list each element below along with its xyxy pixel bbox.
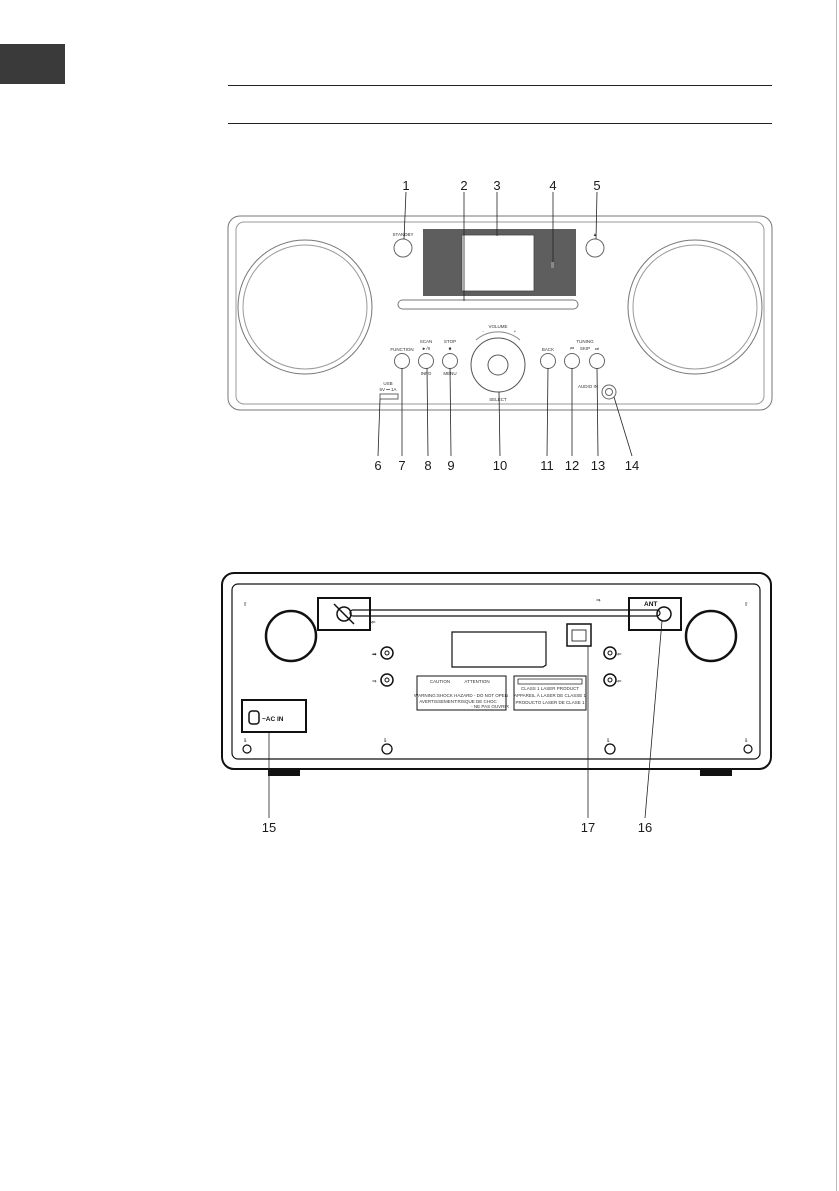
standby-button	[393, 238, 413, 258]
callout-10: 10	[493, 458, 507, 473]
antenna-left-housing	[317, 597, 371, 631]
ir-sensor	[551, 262, 554, 268]
right-speaker	[627, 239, 763, 375]
ant-label: ANT	[644, 601, 657, 608]
antenna-rod	[349, 609, 661, 617]
rear-casing-inner	[231, 583, 761, 760]
page-edge	[836, 0, 837, 1191]
prev-button	[564, 353, 580, 369]
usb-label: USB	[383, 381, 392, 386]
tuning-label: TUNING	[576, 339, 594, 344]
eject-label: ▲	[593, 232, 597, 237]
arrow-down-1: ⇓	[243, 737, 248, 744]
next-label: ⏭	[595, 346, 599, 351]
laser-line-2: APPAREIL À LASER DE CLASSE 1	[514, 692, 587, 698]
caution-text: CAUTION	[430, 679, 450, 684]
callout-11: 11	[540, 458, 554, 473]
back-label: BACK	[542, 347, 554, 352]
rear-right-port	[684, 609, 738, 663]
antenna-connector	[656, 606, 672, 622]
volume-knob	[470, 337, 526, 393]
callout-4: 4	[549, 178, 556, 193]
ac-in-housing	[241, 699, 307, 733]
callout-5: 5	[593, 178, 600, 193]
function-button	[394, 353, 410, 369]
callout-13: 13	[591, 458, 605, 473]
usb-port	[379, 393, 399, 400]
language-tab	[0, 44, 65, 84]
rear-foot-right	[700, 768, 732, 776]
stop-symbol: ■	[449, 346, 452, 351]
arrow-left-3: ⇐	[617, 679, 622, 685]
laser-line-1: CLASS 1 LASER PRODUCT	[521, 686, 579, 691]
callout-14: 14	[625, 458, 639, 473]
warning-text: WARNING:SHOCK HAZARD - DO NOT OPEN	[414, 693, 508, 698]
rear-recess	[451, 631, 547, 668]
callout-3: 3	[493, 178, 500, 193]
arrow-right-2: ➡	[372, 652, 377, 658]
function-label: FUNCTION	[390, 347, 413, 352]
arrow-right-3: ⇒	[372, 679, 377, 685]
arrow-left-2: ⇐	[617, 652, 622, 658]
callout-2: 2	[460, 178, 467, 193]
arrow-up-right: ⇧	[744, 601, 749, 608]
scan-label: SCAN	[420, 339, 433, 344]
laser-line-3: PRODUCTO LASER DE CLASE 1	[516, 700, 585, 705]
header-rule-top	[228, 85, 772, 86]
info-label: INFO	[421, 371, 432, 376]
display-screen	[461, 234, 535, 292]
antenna-right-housing	[628, 597, 682, 631]
left-speaker	[237, 239, 373, 375]
ethernet-port	[566, 623, 592, 647]
arrow-right-1: ⇒	[596, 598, 601, 604]
rear-casing-outer	[221, 572, 772, 770]
arrow-down-4: ⇓	[744, 737, 749, 744]
caution-label	[416, 675, 507, 711]
audio-in-jack	[601, 384, 617, 400]
callout-7: 7	[398, 458, 405, 473]
back-button	[540, 353, 556, 369]
arrow-left-1: ⇐	[371, 620, 376, 626]
attention-text: ATTENTION	[464, 679, 489, 684]
callout-17: 17	[581, 820, 595, 835]
avertissement-text: AVERTISSEMENT:RISQUE DE CHOC	[419, 699, 497, 704]
header-rule-bottom	[228, 123, 772, 124]
callout-9: 9	[447, 458, 454, 473]
usb-spec-label: 5V ⎓ 1A	[379, 387, 396, 392]
standby-label: STANDBY	[393, 232, 414, 237]
ac-socket	[248, 710, 260, 725]
ne-pas-ouvrir-text: - NE PAS OUVRIR	[471, 704, 509, 709]
select-label: SELECT	[489, 397, 507, 402]
next-button	[589, 353, 605, 369]
play-pause-button	[418, 353, 434, 369]
audio-in-label: AUDIO IN	[578, 384, 598, 389]
vol-plus-label: +	[514, 329, 517, 334]
front-casing-outer	[227, 215, 773, 411]
callout-1: 1	[402, 178, 409, 193]
arrow-down-2: ⇓	[383, 737, 388, 744]
stop-label: STOP	[444, 339, 456, 344]
rear-foot-left	[268, 768, 300, 776]
eject-button	[585, 238, 605, 258]
rear-left-port	[264, 609, 318, 663]
callout-12: 12	[565, 458, 579, 473]
prev-label: ⏮	[570, 346, 574, 351]
ac-in-label: ~AC IN	[262, 716, 284, 723]
callout-15: 15	[262, 820, 276, 835]
vol-minus-label: -	[482, 329, 484, 334]
callout-8: 8	[424, 458, 431, 473]
arrow-down-3: ⇓	[606, 737, 611, 744]
cd-slot	[397, 299, 579, 310]
laser-label	[513, 675, 587, 711]
stop-button	[442, 353, 458, 369]
arrow-up-left: ⇧	[243, 601, 248, 608]
callout-16: 16	[638, 820, 652, 835]
front-casing-inner	[235, 221, 765, 405]
volume-label: VOLUME	[488, 324, 507, 329]
callout-6: 6	[374, 458, 381, 473]
skip-label: SKIP	[580, 346, 590, 351]
play-pause-label: ►/II	[422, 346, 430, 351]
